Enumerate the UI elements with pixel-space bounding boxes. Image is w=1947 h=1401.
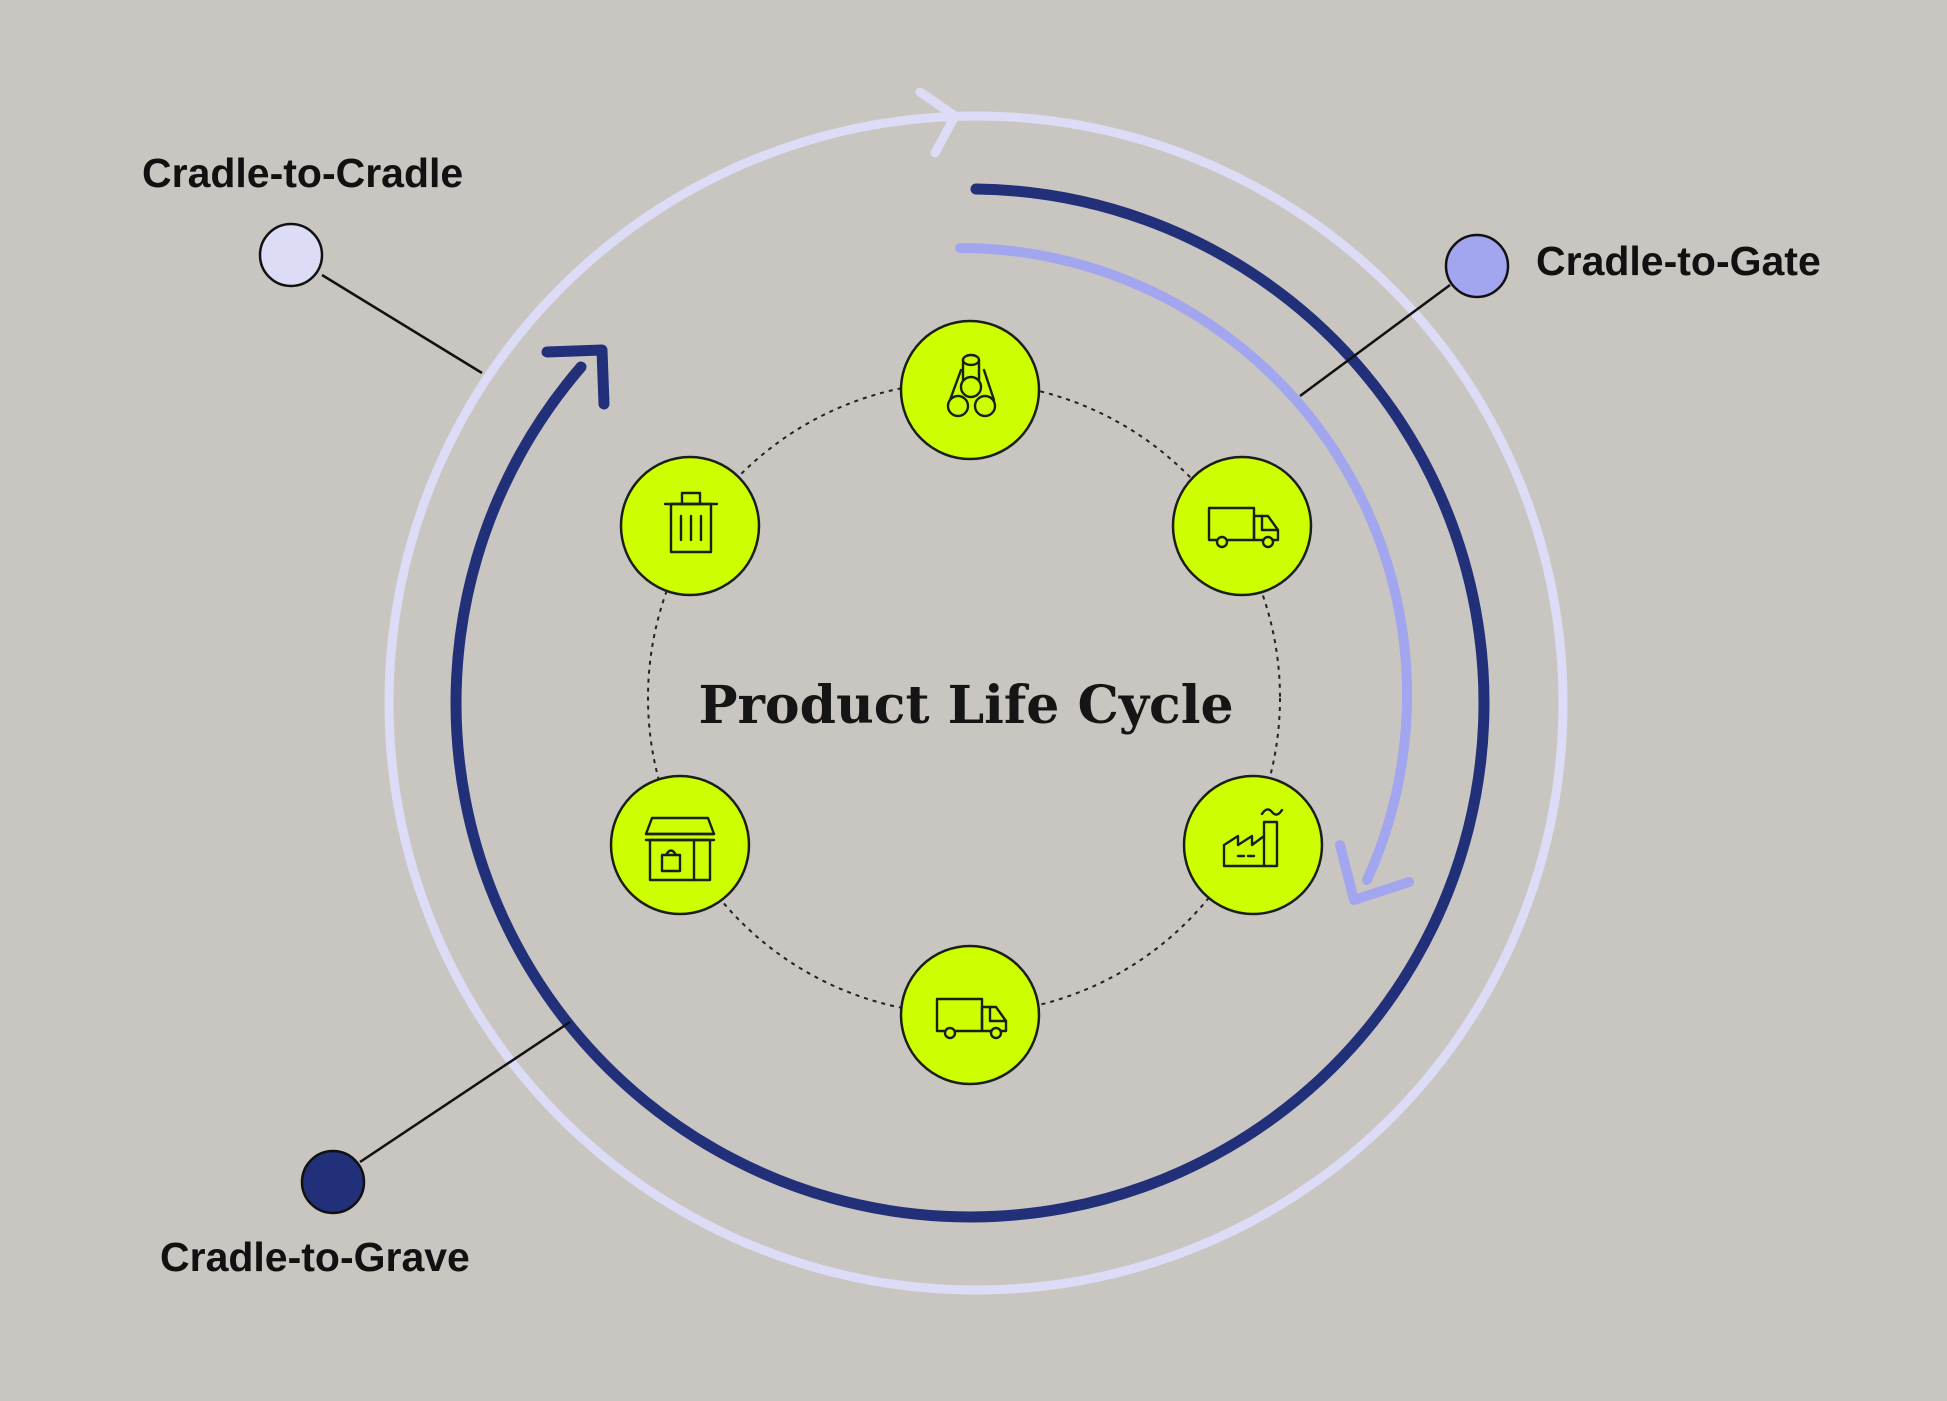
stage-distribution — [899, 944, 1041, 1086]
stage-raw-materials — [899, 319, 1041, 461]
delivery-truck-icon — [935, 997, 1008, 1040]
center-title: Product Life Cycle — [698, 675, 1233, 736]
cradle-to-gate-arrowhead — [1335, 840, 1414, 905]
cradle-to-cradle-leader — [321, 273, 483, 375]
cradle-to-cradle-marker — [258, 222, 324, 288]
cradle-to-grave-marker — [300, 1149, 366, 1215]
cradle-to-cradle-ring — [384, 111, 1568, 1295]
factory-icon — [1222, 808, 1284, 868]
cradle-to-gate-label: Cradle-to-Gate — [1536, 238, 1821, 284]
cradle-to-grave-arrowhead — [541, 344, 610, 410]
cradle-to-gate-marker — [1444, 233, 1510, 299]
stage-manufacturing — [1182, 774, 1324, 916]
cradle-to-gate-arc — [955, 243, 1413, 885]
cradle-to-cradle-label: Cradle-to-Cradle — [142, 150, 463, 196]
raw-materials-logs-icon — [946, 353, 997, 418]
stage-disposal — [619, 455, 761, 597]
cradle-to-grave-leader — [359, 1020, 571, 1164]
cradle-to-grave-label: Cradle-to-Grave — [160, 1234, 470, 1280]
waste-bin-icon — [663, 491, 719, 554]
stage-transport — [1171, 455, 1313, 597]
cradle-to-grave-arc — [450, 183, 1490, 1223]
transport-truck-icon — [1207, 506, 1280, 549]
cradle-to-gate-leader — [1299, 283, 1451, 398]
stage-retail — [609, 774, 751, 916]
cradle-to-cradle-arrowhead — [915, 87, 960, 158]
retail-store-icon — [644, 816, 716, 882]
